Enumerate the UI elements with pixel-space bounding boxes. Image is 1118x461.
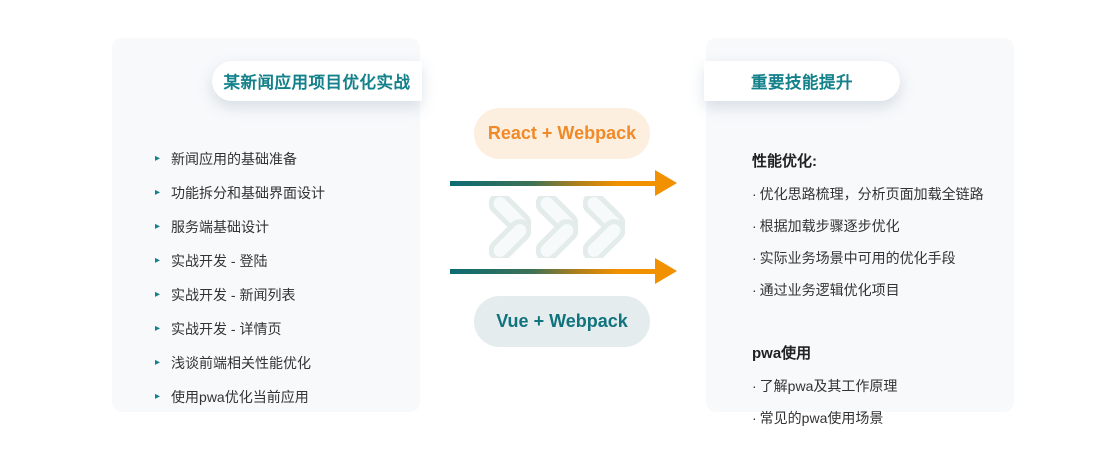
skill-row: ·通过业务逻辑优化项目 <box>752 274 1004 306</box>
skill-label: 优化思路梳理，分析页面加载全链路 <box>759 186 984 202</box>
dot-bullet-icon: · <box>752 378 757 394</box>
gradient-arrow-bottom <box>450 258 678 284</box>
arrow-head-icon <box>655 170 677 196</box>
project-topic-list: ▸ 新闻应用的基础准备 ▸ 功能拆分和基础界面设计 ▸ 服务端基础设计 ▸ 实战开发 - 登陆… <box>155 142 408 414</box>
topic-row: ▸ 实战开发 - 详情页 <box>155 312 408 346</box>
topic-label: 实战开发 - 详情页 <box>171 321 282 337</box>
topic-row: ▸ 实战开发 - 登陆 <box>155 244 408 278</box>
triangle-bullet-icon: ▸ <box>155 391 161 402</box>
vue-webpack-badge: Vue + Webpack <box>474 296 650 347</box>
dot-bullet-icon: · <box>752 282 757 298</box>
topic-row: ▸ 浅谈前端相关性能优化 <box>155 346 408 380</box>
dot-bullet-icon: · <box>752 250 757 266</box>
topic-label: 使用pwa优化当前应用 <box>171 389 309 405</box>
skill-row: ·了解pwa及其工作原理 <box>752 370 1004 402</box>
skill-label: 实际业务场景中可用的优化手段 <box>759 250 956 266</box>
topic-row: ▸ 新闻应用的基础准备 <box>155 142 408 176</box>
topic-row: ▸ 功能拆分和基础界面设计 <box>155 176 408 210</box>
skill-row: ·常见的pwa使用场景 <box>752 402 1004 434</box>
left-card-title: 某新闻应用项目优化实战 <box>223 74 411 92</box>
gradient-arrow-top <box>450 170 678 196</box>
project-practice-card: 某新闻应用项目优化实战 ▸ 新闻应用的基础准备 ▸ 功能拆分和基础界面设计 ▸ 服务端基础… <box>112 38 422 414</box>
right-card-title-pill: 重要技能提升 <box>704 61 900 101</box>
triangle-bullet-icon: ▸ <box>155 357 161 368</box>
dot-bullet-icon: · <box>752 218 757 234</box>
skills-sections: 性能优化:·优化思路梳理，分析页面加载全链路·根据加载步骤逐步优化·实际业务场景… <box>752 142 1004 434</box>
chevrons-decoration <box>489 196 625 258</box>
chevron-right-icon <box>583 196 625 258</box>
chevron-right-icon <box>536 196 578 258</box>
triangle-bullet-icon: ▸ <box>155 187 161 198</box>
skill-row: ·优化思路梳理，分析页面加载全链路 <box>752 178 1004 210</box>
skill-row: ·根据加载步骤逐步优化 <box>752 210 1004 242</box>
skill-label: 通过业务逻辑优化项目 <box>759 282 900 298</box>
skill-label: 了解pwa及其工作原理 <box>759 378 898 394</box>
triangle-bullet-icon: ▸ <box>155 255 161 266</box>
triangle-bullet-icon: ▸ <box>155 153 161 164</box>
dot-bullet-icon: · <box>752 186 757 202</box>
skill-section: pwa使用·了解pwa及其工作原理·常见的pwa使用场景 <box>752 334 1004 434</box>
topic-row: ▸ 服务端基础设计 <box>155 210 408 244</box>
topic-row: ▸ 使用pwa优化当前应用 <box>155 380 408 414</box>
skill-row: ·实际业务场景中可用的优化手段 <box>752 242 1004 274</box>
triangle-bullet-icon: ▸ <box>155 221 161 232</box>
left-card-title-pill: 某新闻应用项目优化实战 <box>212 61 422 101</box>
topic-label: 服务端基础设计 <box>171 219 270 235</box>
arrow-shaft <box>450 268 656 274</box>
skill-section: 性能优化:·优化思路梳理，分析页面加载全链路·根据加载步骤逐步优化·实际业务场景… <box>752 142 1004 306</box>
triangle-bullet-icon: ▸ <box>155 323 161 334</box>
topic-label: 实战开发 - 登陆 <box>171 253 268 269</box>
topic-label: 浅谈前端相关性能优化 <box>171 355 312 371</box>
arrow-shaft <box>450 180 656 186</box>
react-webpack-badge: React + Webpack <box>474 108 650 159</box>
skill-label: 常见的pwa使用场景 <box>759 410 884 426</box>
skill-section-heading: pwa使用 <box>752 344 812 362</box>
skills-card: 重要技能提升 性能优化:·优化思路梳理，分析页面加载全链路·根据加载步骤逐步优化… <box>704 38 1014 426</box>
skill-label: 根据加载步骤逐步优化 <box>759 218 900 234</box>
topic-row: ▸ 实战开发 - 新闻列表 <box>155 278 408 312</box>
right-card-title: 重要技能提升 <box>751 74 853 92</box>
dot-bullet-icon: · <box>752 410 757 426</box>
topic-label: 新闻应用的基础准备 <box>171 151 298 167</box>
chevron-right-icon <box>489 196 531 258</box>
skill-section-heading: 性能优化: <box>752 152 817 170</box>
arrow-head-icon <box>655 258 677 284</box>
topic-label: 功能拆分和基础界面设计 <box>171 185 326 201</box>
topic-label: 实战开发 - 新闻列表 <box>171 287 296 303</box>
triangle-bullet-icon: ▸ <box>155 289 161 300</box>
